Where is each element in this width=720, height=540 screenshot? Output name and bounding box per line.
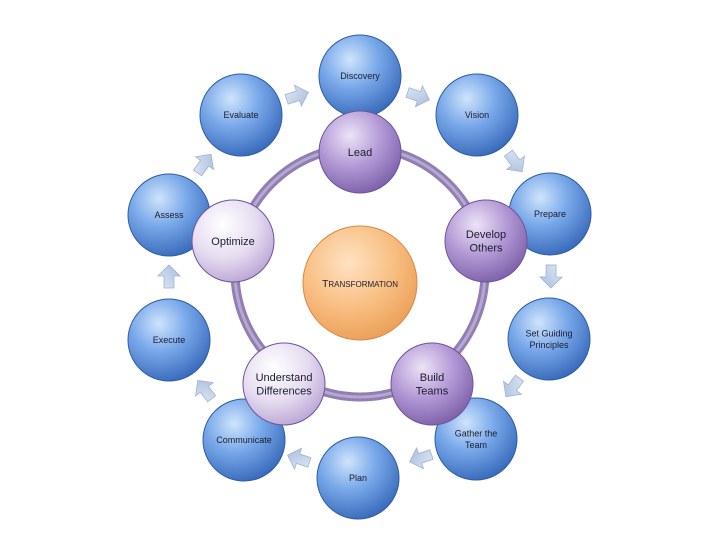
- flow-arrow: [195, 379, 217, 403]
- outer-node-label-line: Assess: [154, 210, 184, 220]
- outer-node-label-line: Evaluate: [223, 110, 258, 120]
- outer-node: Plan: [316, 436, 400, 520]
- inner-node-label-line: Understand: [256, 372, 313, 384]
- flow-arrow: [409, 446, 434, 470]
- inner-node-label-line: Lead: [348, 147, 372, 159]
- outer-node-circle: [199, 73, 283, 157]
- outer-node-circle: [434, 397, 518, 481]
- inner-node-circle: [390, 342, 474, 426]
- outer-node-label-line: Set Guiding: [525, 329, 572, 339]
- inner-node: Optimize: [191, 199, 275, 283]
- inner-node-label-line: Develop: [466, 229, 506, 241]
- outer-node-label-line: Gather the: [455, 429, 498, 439]
- outer-node: Vision: [435, 73, 519, 157]
- center-label-first: T: [322, 278, 329, 290]
- outer-node-circle: [507, 297, 591, 381]
- outer-node: Discovery: [318, 34, 402, 118]
- inner-node: Lead: [318, 110, 402, 194]
- inner-node-label-line: Others: [469, 243, 503, 255]
- flow-arrow: [157, 264, 181, 289]
- outer-node-label-line: Discovery: [340, 71, 380, 81]
- inner-node-circle: [191, 199, 275, 283]
- outer-node: Execute: [127, 298, 211, 382]
- outer-node-circle: [316, 436, 400, 520]
- flow-arrow: [405, 84, 430, 108]
- outer-node-label-line: Communicate: [216, 435, 272, 445]
- inner-node-label-line: Build: [420, 372, 444, 384]
- center-node: TRANSFORMATION: [302, 225, 418, 341]
- outer-node-circle: [435, 73, 519, 157]
- arrows-layer: [157, 84, 563, 471]
- flow-arrow: [503, 149, 525, 173]
- inner-node-circle: [318, 110, 402, 194]
- outer-node: Evaluate: [199, 73, 283, 157]
- flow-arrow: [192, 153, 215, 177]
- flow-arrow: [502, 374, 525, 398]
- outer-node-label-line: Execute: [153, 335, 186, 345]
- flow-arrow: [287, 447, 312, 471]
- outer-node-label-line: Principles: [529, 340, 569, 350]
- outer-node-label-line: Prepare: [534, 209, 566, 219]
- inner-node-label-line: Optimize: [211, 236, 254, 248]
- inner-node-label-line: Teams: [416, 386, 449, 398]
- flow-arrow: [539, 264, 563, 289]
- inner-node-circle: [444, 199, 528, 283]
- center-label: TRANSFORMATION: [322, 278, 398, 290]
- inner-node-label-line: Differences: [256, 386, 312, 398]
- outer-node-circle: [127, 298, 211, 382]
- inner-node-circle: [242, 342, 326, 426]
- flow-arrow: [284, 84, 309, 108]
- outer-node-label-line: Plan: [349, 473, 367, 483]
- center-label-rest: RANSFORMATION: [328, 280, 398, 289]
- outer-node-label-line: Vision: [465, 110, 489, 120]
- outer-node-label-line: Team: [465, 440, 487, 450]
